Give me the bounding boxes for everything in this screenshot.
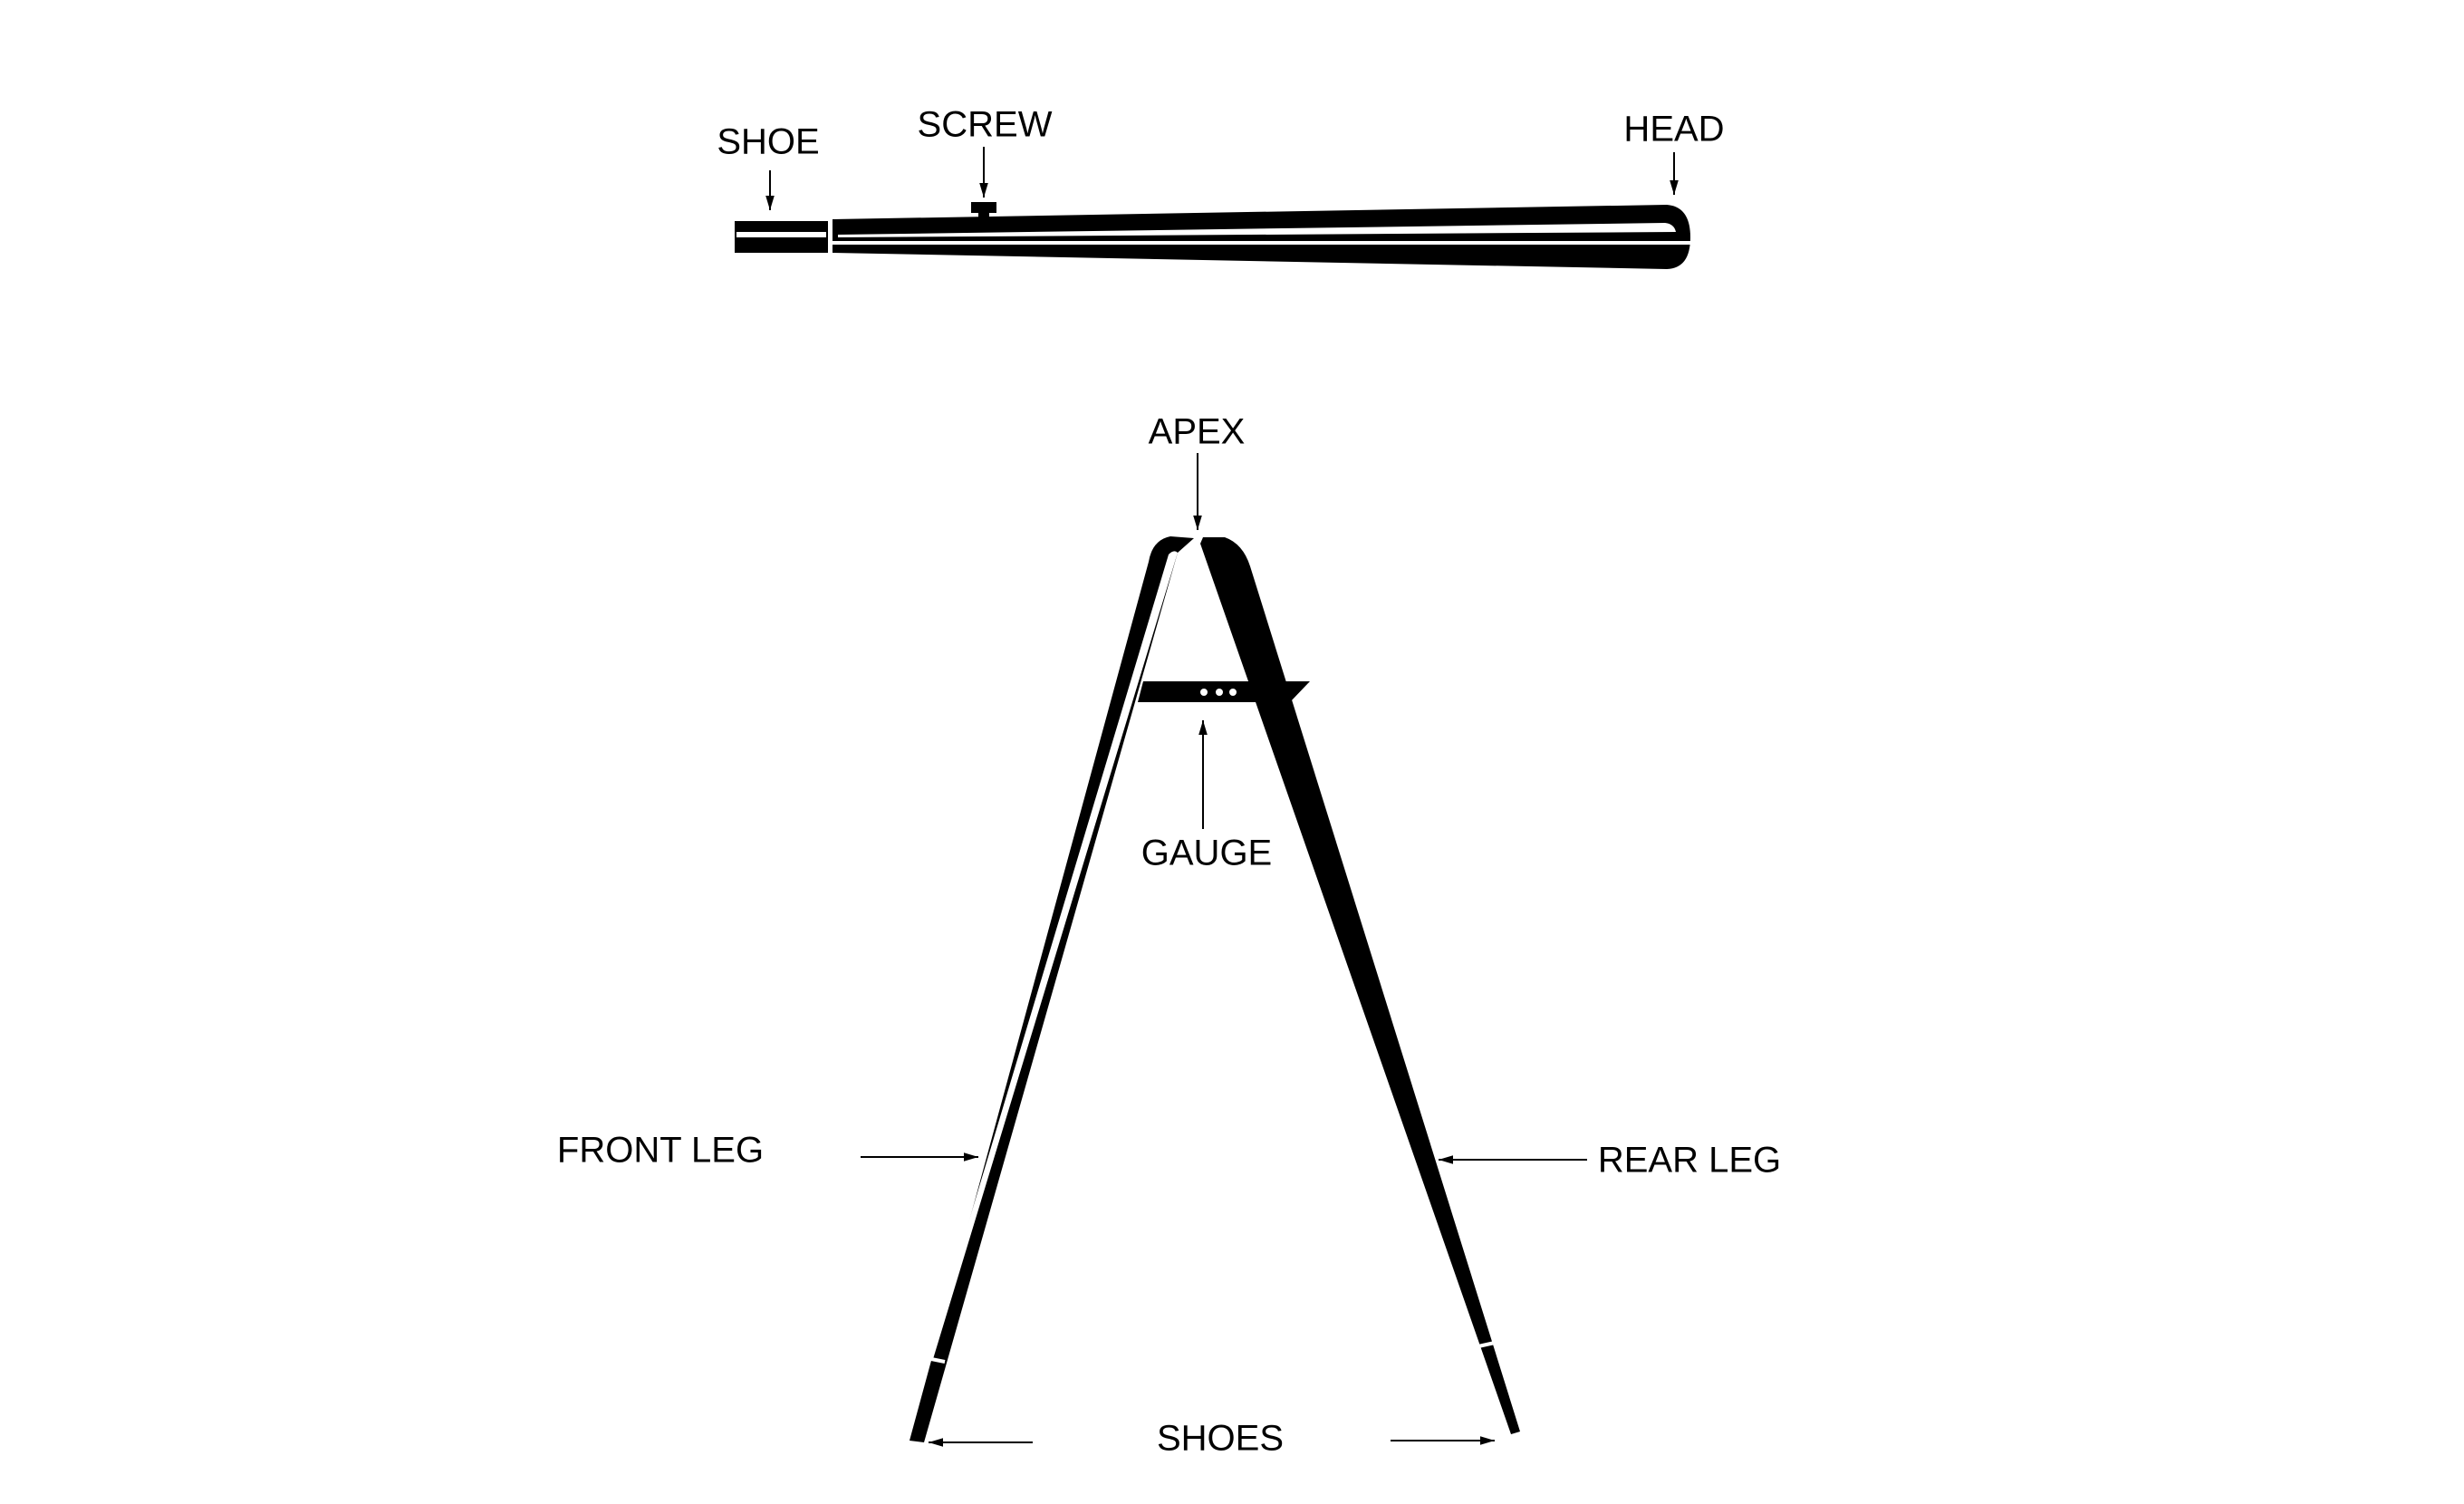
- gauge-hole: [1216, 689, 1223, 696]
- gauge-hole: [1200, 689, 1208, 696]
- rear-leg: [1200, 537, 1520, 1434]
- label-front-leg: FRONT LEG: [556, 1130, 765, 1171]
- label-gauge: GAUGE: [1141, 833, 1273, 873]
- label-rear-leg: REAR LEG: [1597, 1140, 1782, 1181]
- label-shoe: SHOE: [717, 121, 820, 162]
- label-screw: SCREW: [917, 104, 1053, 145]
- front-leg: [910, 536, 1194, 1442]
- a-frame: [910, 536, 1520, 1442]
- closed-staff: [735, 202, 1693, 269]
- staff-screw: [971, 202, 996, 213]
- gauge-hole: [1229, 689, 1237, 696]
- label-shoes: SHOES: [1156, 1418, 1285, 1459]
- label-apex: APEX: [1148, 411, 1246, 452]
- gauge-bar: [1138, 681, 1310, 702]
- staff-body: [833, 205, 1690, 269]
- leader-arrows: [765, 147, 1679, 1447]
- label-head: HEAD: [1623, 109, 1725, 149]
